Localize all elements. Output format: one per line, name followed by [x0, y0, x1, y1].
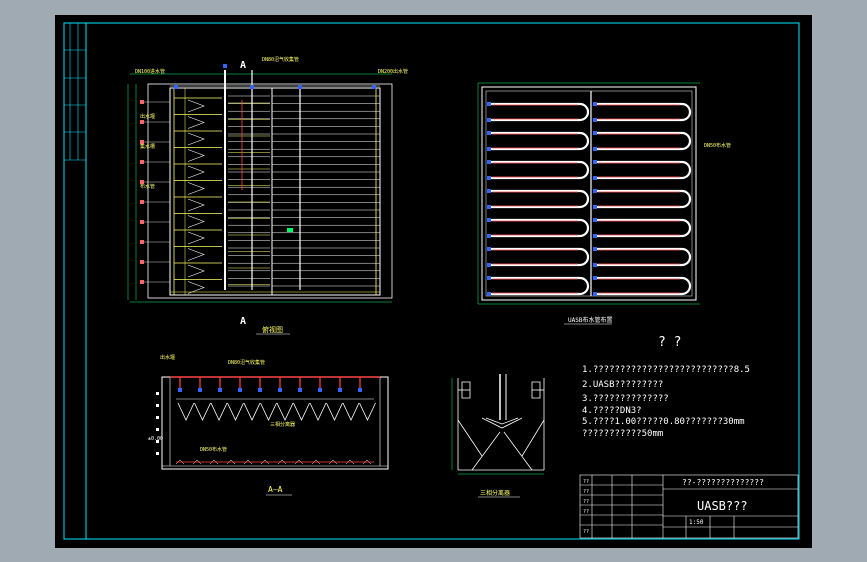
section-label-weir: 出水堰	[160, 354, 175, 361]
section-label-separator: 三相分离器	[270, 421, 295, 428]
notes-heading: ? ?	[658, 335, 681, 350]
section-mark-bottom: A	[240, 316, 246, 327]
notes-block: ? ? 1.??????????????????????????8.5 2.UA…	[582, 335, 750, 439]
distributor-pipe-label: DN50布水管	[704, 142, 731, 149]
distributor-view: DN50布水管 UASB布水管布置	[477, 82, 731, 325]
title-block-project: ??-??????????????	[682, 478, 764, 487]
section-label-gas: DN80沼气收集管	[228, 359, 265, 366]
title-block-row-3: ??	[583, 499, 589, 505]
note-line-6: ???????????50mm	[582, 429, 663, 439]
plan-label-outlet: DN200出水管	[378, 68, 408, 75]
plan-label-inlet: DN100进水管	[135, 68, 165, 75]
title-block-row-1: ??	[583, 479, 589, 485]
plan-side-label-2: 集水槽	[140, 143, 155, 150]
plan-side-label-3: 布水管	[140, 183, 155, 190]
title-block-row-2: ??	[583, 489, 589, 495]
left-margin-table	[64, 23, 86, 161]
note-line-3: 3.??????????????	[582, 394, 669, 404]
title-block-scale: 1:50	[689, 519, 704, 526]
section-mark-top: A	[240, 60, 246, 71]
section-label-bottom-pipe: DN50布水管	[200, 446, 227, 453]
plan-view: DN80沼气收集管 DN200出水管 DN100进水管 出水堰 集水槽 布水管 …	[127, 56, 408, 335]
section-view: 出水堰 DN80沼气收集管 三相分离器 DN50布水管 ±0.00 A—A	[148, 354, 389, 496]
plan-label-gas: DN80沼气收集管	[262, 56, 299, 63]
title-block-drawing-name: UASB???	[697, 499, 748, 513]
note-line-4: 4.?????DN3?	[582, 406, 642, 416]
note-line-1: 1.??????????????????????????8.5	[582, 365, 750, 375]
title-block-row-5: ??	[583, 529, 589, 535]
title-block	[579, 474, 799, 539]
note-line-2: 2.UASB?????????	[582, 380, 663, 390]
title-block-row-4: ??	[583, 509, 589, 515]
plan-side-label-1: 出水堰	[140, 113, 155, 120]
note-line-5: 5.????1.00?????0.80???????30mm	[582, 417, 745, 427]
section-title: A—A	[268, 485, 283, 494]
separator-detail	[451, 374, 545, 475]
plan-title: 俯视图	[262, 325, 283, 334]
drawing-sheet	[55, 15, 812, 548]
outer-frame	[63, 22, 800, 540]
distributor-title: UASB布水管布置	[568, 316, 612, 324]
separator-title: 三相分离器	[480, 489, 510, 497]
section-label-level: ±0.00	[148, 436, 163, 442]
